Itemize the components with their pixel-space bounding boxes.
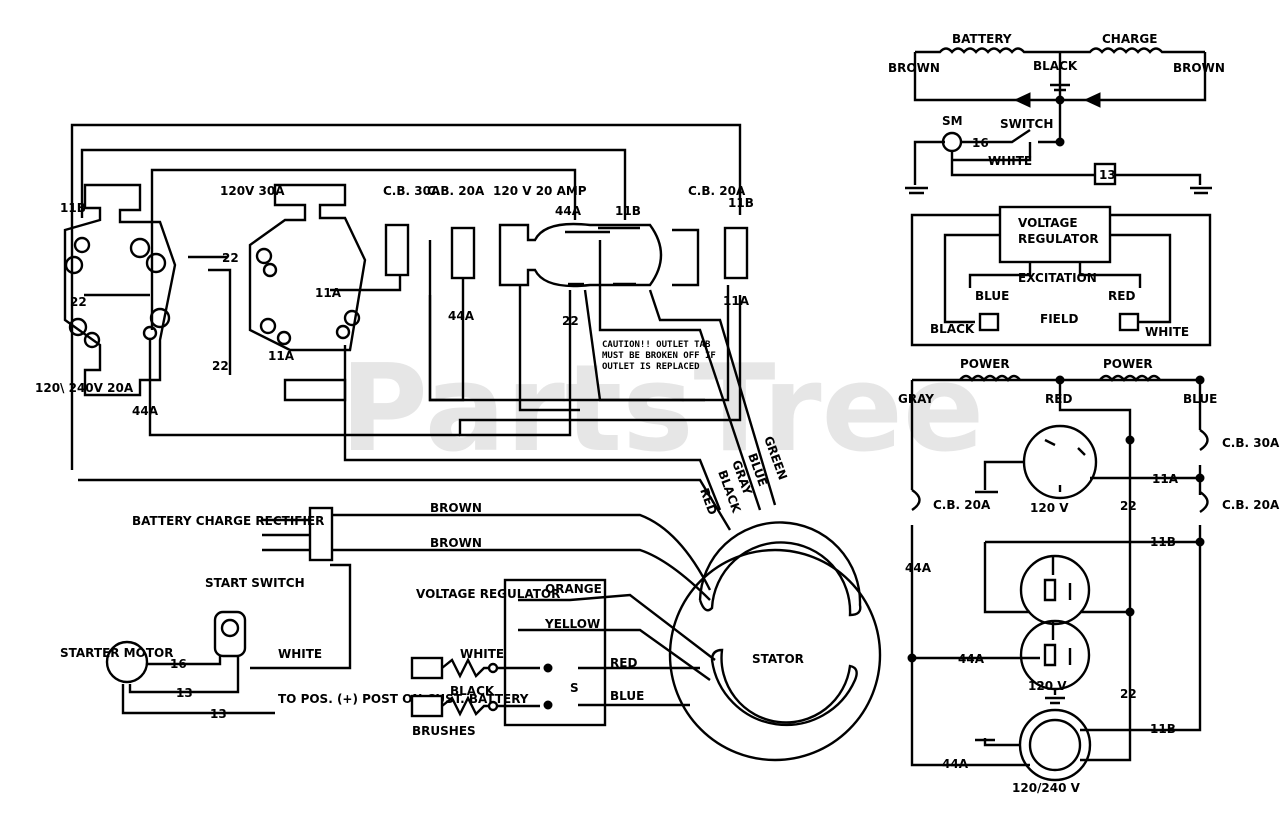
breaker-20a-left-label: C.B. 20A [427,184,485,198]
wire-label-11b: 11B [60,201,86,215]
wire-label-white-r: WHITE [988,154,1032,168]
charge-label: CHARGE [1102,32,1157,46]
breaker-20a-right-label: C.B. 20A [688,184,746,198]
wire-label-gray-r: GRAY [898,392,934,406]
starter-motor [105,640,275,715]
wire-label-black-r: BLACK [1033,59,1078,73]
wire-label-yellow: YELLOW [544,617,600,631]
stator: STATOR BROWN BROWN [330,501,882,762]
wire-label-11a-b: 11A [268,349,295,363]
wire-label-44a-r3: 44A [942,757,969,771]
power-label-1: POWER [960,357,1010,371]
twist-lock-120v [975,424,1098,500]
wire-label-11b-r2: 11B [1150,722,1176,736]
duplex-label: 120 V 20 AMP [493,184,587,198]
wire-label-red: RED [697,486,720,517]
switch-label: SWITCH [1000,117,1053,131]
wire-label-blue-r: BLUE [975,289,1009,303]
breaker-20a-right [723,226,749,280]
wire-label-44a-r: 44A [905,561,932,575]
wire-label-16: 16 [170,657,187,671]
wire-label-11a: 11A [315,286,342,300]
wire-label-brown-r2: BROWN [1173,61,1225,75]
field-label: FIELD [1040,312,1079,326]
wire-label-11a-c: 11A [723,294,750,308]
start-switch-label: START SWITCH [205,576,305,590]
wire-label-white-b: WHITE [460,647,504,661]
twist-lock-120-240v [975,708,1092,782]
wire-label-red-p: RED [1045,392,1072,406]
wire-label-22-c: 22 [212,359,229,373]
cb20-left-label: C.B. 20A [933,498,991,512]
wire-label-44a: 44A [448,309,475,323]
wire-label-black-f: BLACK [930,322,975,336]
v120-label-1: 120 V [1030,501,1069,515]
battery-charge-rectifier [250,506,352,670]
brushes-label: BRUSHES [412,724,476,738]
wire-label-13: 13 [176,686,193,700]
caution-note: CAUTION!! OUTLET TAB MUST BE BROKEN OFF … [602,340,716,372]
wire-label-11a-r: 11A [1152,472,1179,486]
vr-label: VOLTAGE REGULATOR [416,587,560,601]
wire-label-11b-c: 11B [728,196,754,210]
cb30-right-label: C.B. 30A [1222,436,1280,450]
stator-label: STATOR [752,652,804,666]
wire-label-brown-2: BROWN [430,536,482,550]
wire-label-44a-b: 44A [132,404,159,418]
breaker-30a [384,223,410,277]
right-schematic: BATTERY CHARGE BROWN BROWN BLACK 13 SM S… [888,32,1280,795]
vr-line2: REGULATOR [1018,232,1099,246]
wire-label-44a-c: 44A [555,204,582,218]
cb20-right-label: C.B. 20A [1222,498,1280,512]
duplex-right [1019,554,1091,705]
v120-label-2: 120 V [1028,679,1067,693]
wire-label-blue-b: BLUE [610,689,644,703]
battery-label: BATTERY [952,32,1012,46]
wire-label-13-b: 13 [210,707,227,721]
wire-label-22-b: 22 [222,251,239,265]
wire-label-orange: ORANGE [545,582,602,596]
left-control-panel: 120\ 240V 20A 120V 30A C.B. 30A C.B. 20A… [35,123,790,531]
wire-label-red-b: RED [610,656,637,670]
wire-label-white: WHITE [278,647,322,661]
wire-label-11b-b: 11B [615,204,641,218]
vr-line1: VOLTAGE [1018,216,1078,230]
wire-label-16-r: 16 [972,136,989,150]
caution-note-wrap: CAUTION!! OUTLET TAB MUST BE BROKEN OFF … [602,340,716,372]
s-label: S [570,681,579,695]
wire-label-22-r2: 22 [1120,687,1137,701]
rectifier-label: BATTERY CHARGE RECTIFIER [132,514,324,528]
wire-label-22-d: 22 [562,314,579,328]
starter-motor-label: STARTER MOTOR [60,646,173,660]
wire-label-brown-1: BROWN [430,501,482,515]
sm-label: SM [942,114,963,128]
outlet-120v-30a [248,183,367,402]
wire-label-brown-r1: BROWN [888,61,940,75]
wire-label-black-b: BLACK [450,684,495,698]
start-switch [213,610,247,658]
v120-240-label: 120/240 V [1012,781,1081,795]
label-13: 13 [1099,168,1116,182]
breaker-20a-left [450,226,476,280]
outlet-120v-30a-label: 120V 30A [220,184,285,198]
voltage-regulator-box [410,578,716,727]
wire-label-11b-r: 11B [1150,535,1176,549]
wire-label-white-f: WHITE [1145,325,1189,339]
wire-label-red-r: RED [1108,289,1135,303]
duplex-outlet-120v [498,222,700,288]
outlet-120-240v [63,183,177,397]
watermark: PartsTree [340,340,984,479]
wire-label-44a-r2: 44A [958,652,985,666]
wire-label-22: 22 [70,295,87,309]
outlet-120-240v-label: 120\ 240V 20A [35,381,134,395]
wire-label-22-r: 22 [1120,499,1137,513]
excitation-label: EXCITATION [1018,271,1097,285]
power-label-2: POWER [1103,357,1153,371]
breaker-30a-label: C.B. 30A [383,184,441,198]
